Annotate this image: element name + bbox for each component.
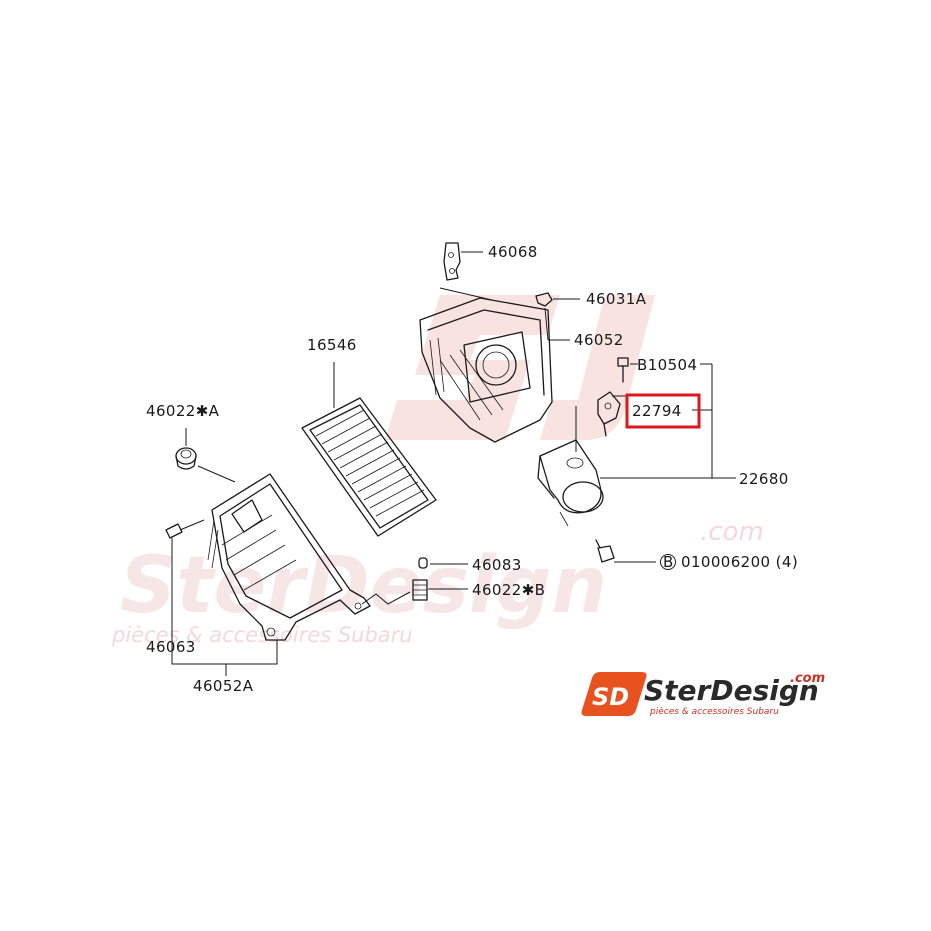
b-symbol: B — [660, 553, 676, 571]
part-16546-air-filter — [301, 397, 437, 537]
part-46052-upper-airbox — [419, 287, 553, 443]
watermark-dotcom: .com — [700, 517, 764, 547]
label-46083: 46083 — [472, 556, 522, 574]
label-22680: 22680 — [739, 470, 789, 488]
label-46052: 46052 — [574, 331, 624, 349]
label-46022B: 46022✱B — [472, 581, 545, 599]
part-46031A-clip — [535, 292, 553, 307]
logo-tagline: pièces & accessoires Subaru — [649, 706, 779, 717]
label-22794: 22794 — [632, 402, 682, 420]
part-46022A-grommet — [175, 447, 197, 470]
part-46022B-grommet — [412, 579, 428, 601]
logo-badge-text: SD — [592, 683, 629, 711]
label-B10504: B10504 — [637, 356, 697, 374]
label-46063: 46063 — [146, 638, 196, 656]
part-46063-clip — [165, 519, 205, 539]
label-46052A: 46052A — [193, 677, 254, 695]
logo-badge — [581, 672, 647, 716]
b-symbol-letter: B — [663, 553, 674, 571]
logo-brand: SterDesign — [644, 674, 819, 707]
label-46068: 46068 — [488, 243, 538, 261]
watermark-brand: SterDesign — [120, 541, 607, 631]
logo-dotcom: .com — [790, 671, 825, 686]
label-46031A: 46031A — [586, 290, 647, 308]
label-010006200: 010006200 (4) — [681, 553, 798, 571]
bolt-010006200 — [595, 539, 615, 563]
label-46022A: 46022✱A — [146, 402, 220, 420]
part-46083-plug — [418, 557, 428, 569]
part-46068-bracket — [443, 242, 461, 281]
part-46052A-lower-airbox — [207, 473, 371, 641]
highlight-box-22794 — [625, 393, 701, 429]
label-16546: 16546 — [307, 336, 357, 354]
bolt-B10504 — [617, 357, 629, 383]
sterdesign-logo: SD SterDesign .com pièces & accessoires … — [581, 671, 825, 717]
part-22680-duct — [537, 439, 604, 527]
part-22794-sensor — [597, 391, 621, 437]
